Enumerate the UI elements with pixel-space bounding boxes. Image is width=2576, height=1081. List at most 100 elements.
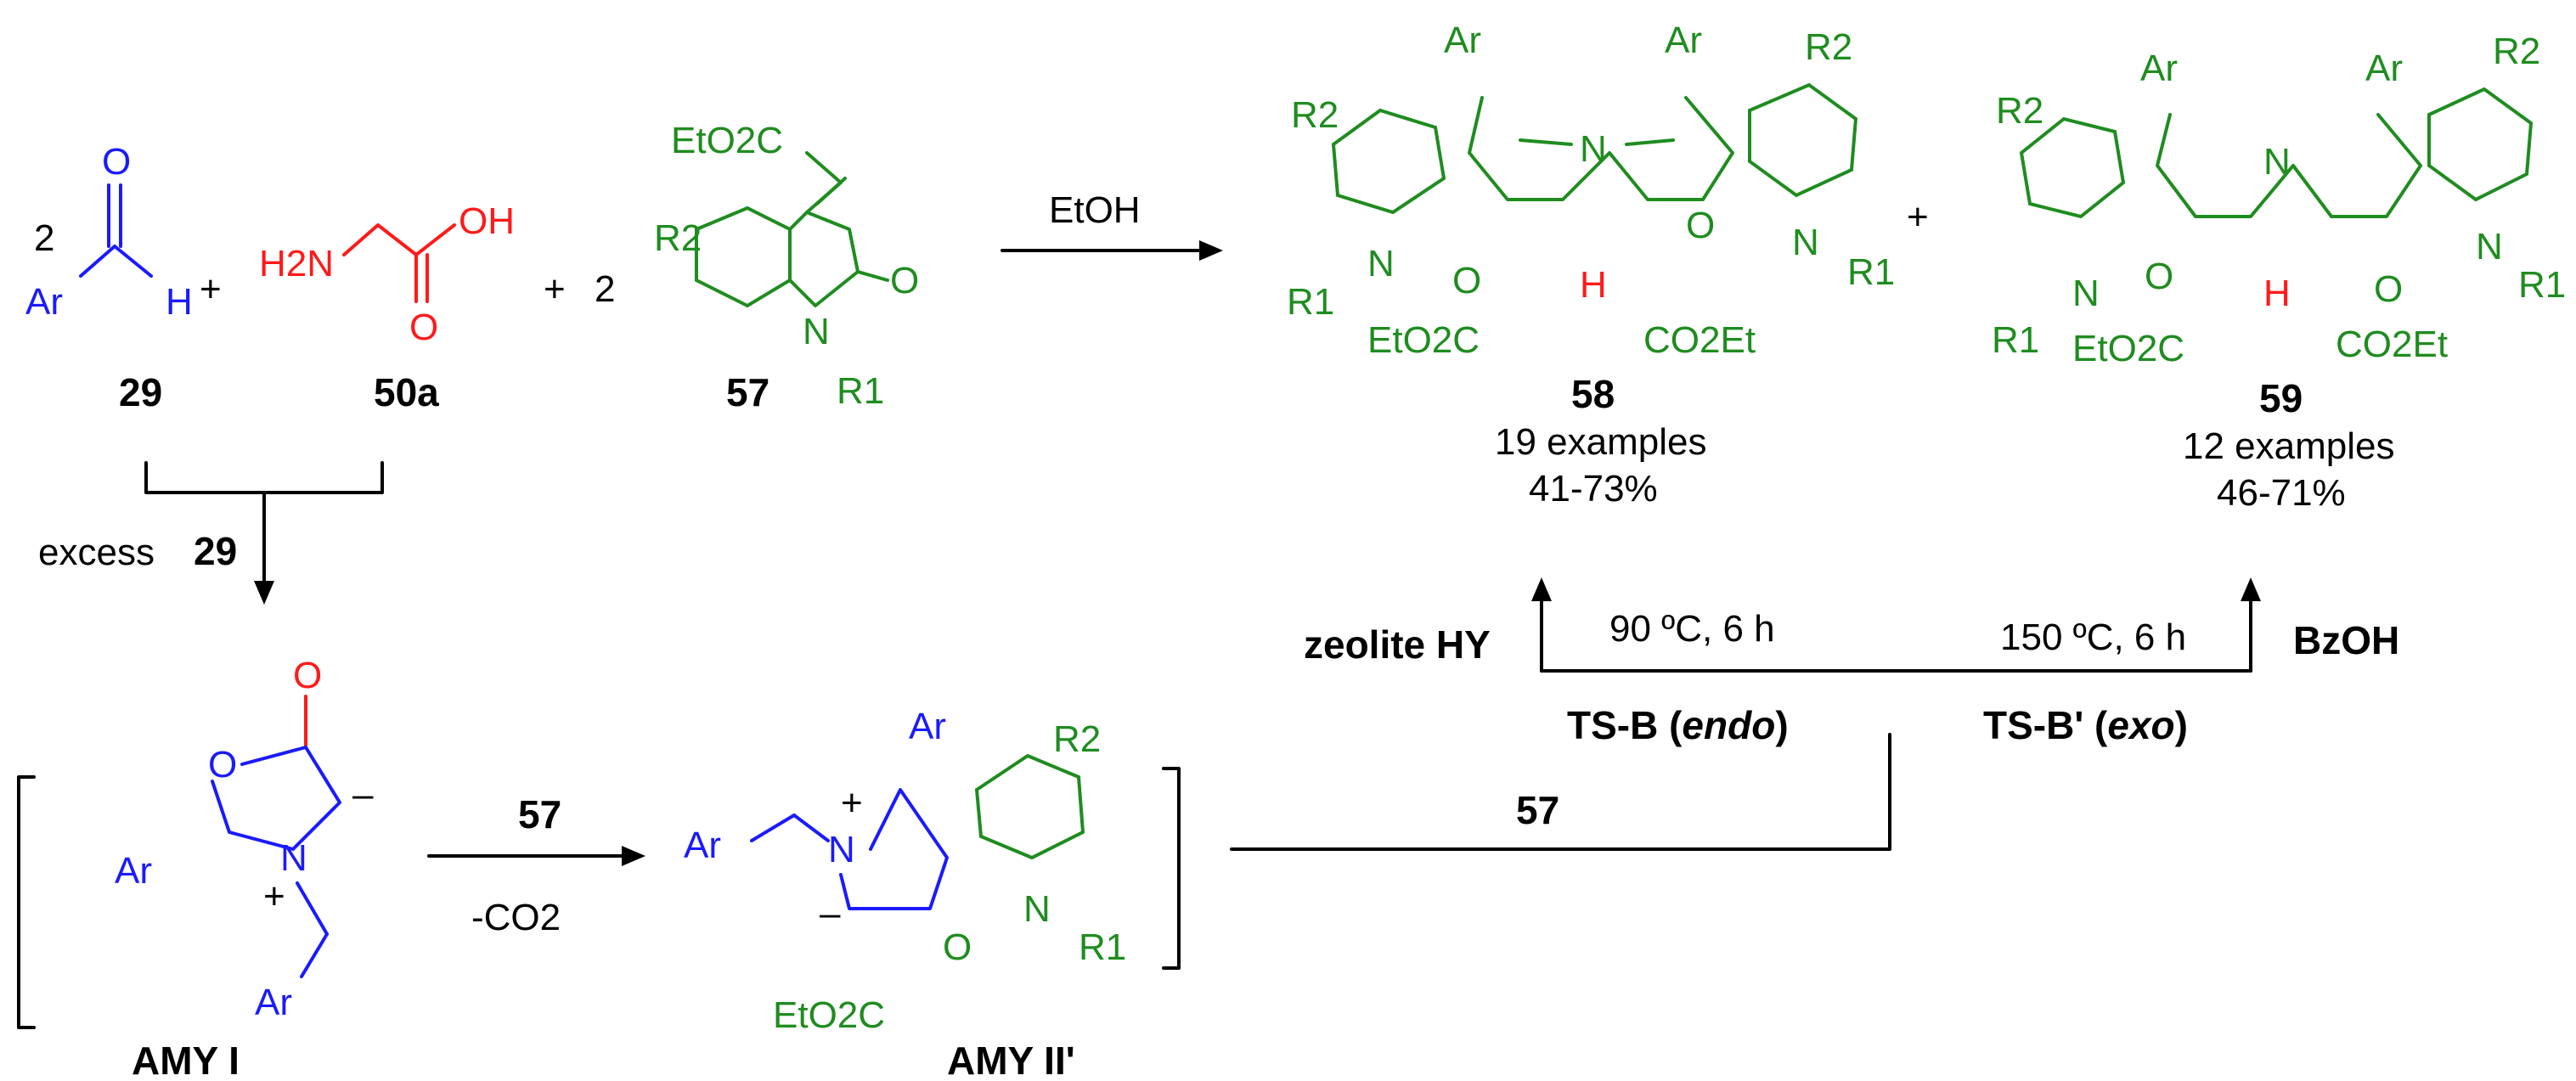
p59-left-aryl [2019, 116, 2126, 219]
condition-right: 150 ºC, 6 h [2000, 617, 2186, 658]
aldehyde-oxygen: O [102, 141, 131, 183]
p59-ar-left: Ar [2140, 48, 2178, 89]
p58-n: N [1580, 128, 1607, 170]
amy2-ar-left: Ar [684, 825, 721, 866]
zeolite-label: zeolite HY [1304, 622, 1491, 667]
aldehyde-h: H [166, 281, 193, 323]
amy1-iminium [296, 881, 329, 936]
amy2-label: AMY II' [947, 1039, 1075, 1081]
p58-co2et: CO2Et [1643, 319, 1756, 361]
amy-1: O O – N + Ar Ar AMY I [17, 655, 374, 1081]
exocyclic-alkene [805, 151, 843, 214]
glycine-oh: OH [459, 200, 515, 242]
amy2-imine [792, 814, 830, 842]
amy2-n: N [828, 829, 855, 870]
combine-bracket: excess 29 [38, 461, 384, 605]
benzene-ring [695, 206, 792, 308]
arrow-head-2 [622, 846, 645, 866]
p59-h: H [2263, 273, 2291, 314]
amy1-plus: + [263, 875, 285, 917]
amy2-ring [839, 788, 949, 910]
amy2-minus: – [820, 892, 841, 934]
p58-right-aryl [1748, 82, 1858, 198]
bracket-line [144, 461, 384, 494]
amy1-ring-o: O [208, 744, 237, 785]
p58-n-bond-right [1625, 138, 1675, 146]
amy2-ar-top: Ar [909, 706, 946, 747]
p58-h: H [1580, 264, 1607, 306]
arrow-to-products: 57 zeolite HY 90 ºC, 6 h 150 ºC, 6 h BzO… [1230, 577, 2399, 851]
compound-label-50a: 50a [374, 370, 439, 414]
amy-2: Ar N + – Ar R2 N R1 O EtO2C AMY II' [684, 706, 1181, 1081]
five-membered-ring [788, 211, 860, 307]
p59-ar-right: Ar [2365, 48, 2403, 89]
p58-r1-right: R1 [1847, 251, 1895, 293]
oxindole-oxygen: O [890, 260, 919, 301]
aldehyde-ar: Ar [25, 281, 63, 323]
amy1-label: AMY I [132, 1039, 240, 1081]
amy2-eto2c: EtO2C [773, 994, 885, 1036]
compound-label-58: 58 [1571, 372, 1615, 416]
p58-n-left: N [1367, 243, 1395, 284]
coefficient-29: 2 [34, 217, 54, 259]
p59-yield: 46-71% [2217, 472, 2346, 514]
p59-examples: 12 examples [2183, 425, 2394, 467]
p58-left-aryl [1331, 108, 1446, 215]
oxindole-r1: R1 [837, 370, 884, 412]
right-square-bracket [1162, 767, 1181, 970]
left-square-bracket [17, 775, 36, 1029]
p58-eto2c: EtO2C [1367, 319, 1480, 361]
down-arrow-head [254, 581, 274, 605]
bzoh-label: BzOH [2293, 618, 2399, 662]
compound-label-57: 57 [726, 370, 769, 414]
oxindole-r2: R2 [654, 217, 702, 259]
amy1-minus: – [352, 774, 374, 815]
amy1-ar-2: Ar [255, 982, 292, 1023]
plus-sign-products: + [1907, 196, 1929, 238]
h-bond [113, 245, 153, 278]
amy1-carbonyl-o: O [293, 655, 322, 696]
plus-sign-1: + [200, 268, 222, 310]
p58-pyrrolizidine [1468, 96, 1734, 201]
amy2-r2: R2 [1053, 718, 1101, 760]
arrow3-label: 57 [1516, 788, 1559, 832]
alkene-double [815, 177, 847, 206]
amy2-r1: R1 [1079, 926, 1126, 968]
arrow-head [1199, 240, 1223, 261]
p58-ar-left: Ar [1444, 20, 1481, 61]
p58-r2-right: R2 [1805, 26, 1852, 68]
oxindole-eto2c: EtO2C [671, 120, 783, 161]
product-58: Ar Ar N R2 R2 N N R1 R1 O O H EtO2C CO2E… [1287, 20, 1895, 510]
arrow2-label-bottom: -CO2 [471, 897, 561, 938]
oxindole-nitrogen: N [803, 311, 830, 352]
ts-exo-label: TS-B' (exo) [1983, 703, 2188, 747]
p59-pyrrolizidine [2156, 113, 2422, 218]
amy2-n-lactam: N [1023, 888, 1051, 930]
compound-label-59: 59 [2259, 376, 2303, 420]
amy1-ar: Ar [115, 850, 152, 892]
amy2-plus: + [841, 782, 863, 824]
amy1-ar-bond [300, 932, 329, 978]
plus-sign-2: + [544, 268, 566, 310]
p59-r2-right: R2 [2493, 31, 2540, 72]
glycine-backbone [342, 223, 456, 256]
p58-o-left: O [1452, 260, 1481, 301]
p59-n-right: N [2476, 226, 2503, 267]
amy2-aryl [974, 753, 1085, 860]
glycine-50a: H2N O OH + 2 50a [259, 200, 615, 414]
ar-bond [79, 245, 116, 278]
compound-label-29: 29 [119, 370, 162, 414]
p58-examples: 19 examples [1495, 421, 1706, 463]
amy2-o: O [943, 926, 972, 968]
arrow3-path [1230, 733, 1891, 851]
p59-co2et: CO2Et [2336, 324, 2448, 365]
oxindole-57: EtO2C O N R1 R2 57 [654, 120, 919, 414]
p58-ar-right: Ar [1665, 20, 1702, 61]
p59-r1-left: R1 [1992, 319, 2039, 361]
p59-o-left: O [2145, 256, 2173, 297]
p58-r1-left: R1 [1287, 281, 1334, 323]
amy1-n: N [280, 837, 307, 879]
etoh-arrow: EtOH [1001, 189, 1223, 261]
p59-r2-left: R2 [1996, 90, 2043, 132]
branch-left-head [1531, 577, 1552, 601]
